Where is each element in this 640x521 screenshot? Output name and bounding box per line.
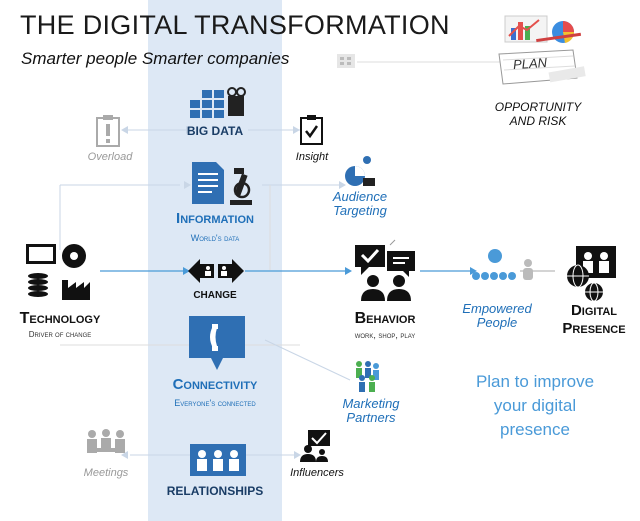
page-subtitle: Smarter people Smarter companies xyxy=(21,49,290,68)
overload-icon xyxy=(96,115,122,152)
person-grey-icon xyxy=(521,258,535,287)
influencers-icon xyxy=(300,430,332,467)
technology-icon xyxy=(26,240,96,309)
digital-presence-icon xyxy=(566,244,618,307)
empowered-people-icon xyxy=(472,248,518,289)
behavior-sub: work, shop, play xyxy=(354,330,416,340)
plan-sign: PLAN xyxy=(512,54,548,73)
technology-sub: Driver of change xyxy=(28,330,92,339)
center-band xyxy=(148,0,282,521)
small-grid-icon xyxy=(337,54,355,73)
big-data-icon xyxy=(190,86,246,125)
connectivity-icon xyxy=(189,316,245,377)
change-label: CHANGE xyxy=(193,290,237,301)
audience-icon xyxy=(343,154,377,193)
big-data-label: BIG DATA xyxy=(186,124,244,138)
technology-label: Technology xyxy=(19,310,101,327)
connectivity-sub: Everyone's connected xyxy=(174,398,256,408)
insight-label: Insight xyxy=(295,151,329,163)
information-label: Information xyxy=(176,210,254,227)
behavior-label: Behavior xyxy=(354,310,416,327)
marketing-partners-icon xyxy=(352,360,382,397)
meetings-icon xyxy=(84,428,128,465)
page-title: THE DIGITAL TRANSFORMATION xyxy=(20,10,450,40)
meetings-label: Meetings xyxy=(83,467,129,479)
insight-icon xyxy=(300,115,324,150)
plan-chart-icon xyxy=(493,12,593,102)
influencers-label: Influencers xyxy=(290,467,344,479)
change-icon xyxy=(188,258,244,289)
relationships-label: RELATIONSHIPS xyxy=(166,484,264,498)
relationships-icon xyxy=(190,440,246,481)
information-sub: World's data xyxy=(190,233,240,243)
overload-label: Overload xyxy=(87,151,133,163)
information-icon xyxy=(190,160,254,213)
connectivity-label: Connectivity xyxy=(172,376,258,393)
behavior-icon xyxy=(353,243,419,308)
